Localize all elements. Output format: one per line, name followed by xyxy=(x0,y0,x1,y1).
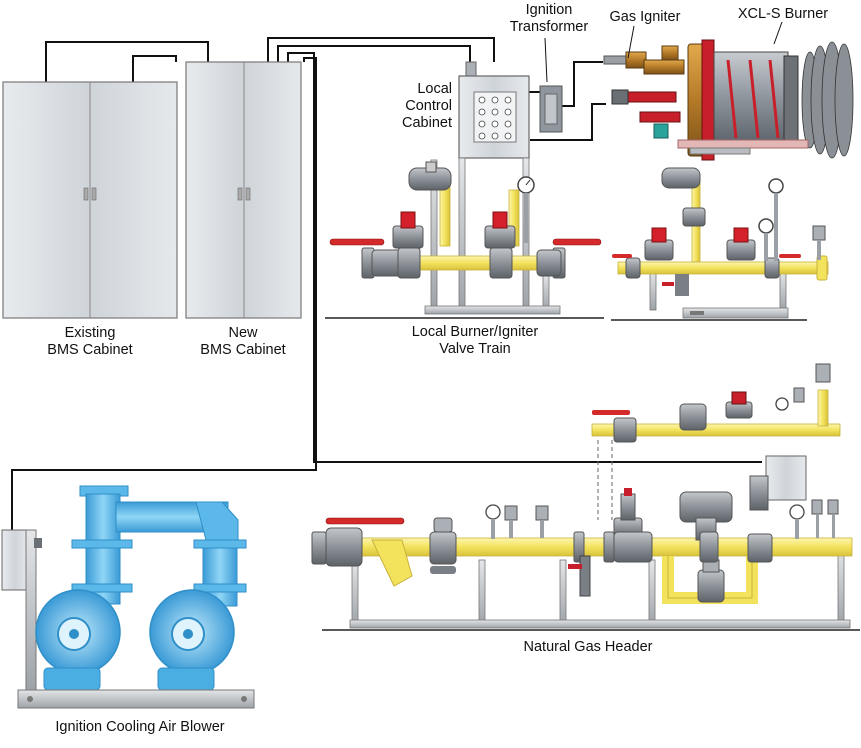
local-control-cabinet xyxy=(458,61,563,159)
valve-train-label-line-1: Local Burner/Igniter xyxy=(411,324,539,340)
xcl-s-burner-label: XCL-S Burner xyxy=(737,6,829,22)
new-bms-cabinet-label: New BMS Cabinet xyxy=(173,325,313,359)
label-leader-lines xyxy=(544,21,783,83)
new-bms-cabinet xyxy=(185,61,302,319)
natural-gas-header xyxy=(311,363,860,631)
new-cabinet-label-line-2: BMS Cabinet xyxy=(200,342,286,358)
existing-bms-cabinet xyxy=(2,81,178,319)
valve-train-label: Local Burner/Igniter Valve Train xyxy=(375,324,575,358)
blower-label: Ignition Cooling Air Blower xyxy=(55,719,225,735)
ignition-transformer-label-line-1: Ignition xyxy=(525,2,573,18)
ignition-transformer-label-line-2: Transformer xyxy=(509,19,589,35)
existing-cabinet-label-line-1: Existing xyxy=(64,325,116,341)
ignition-cooling-air-blower xyxy=(1,485,255,709)
ignition-transformer-label: Ignition Transformer xyxy=(494,2,604,36)
valve-train-label-line-2: Valve Train xyxy=(439,341,511,357)
new-cabinet-label-line-1: New xyxy=(228,325,258,341)
local-control-label-line-1: Local xyxy=(417,81,452,97)
local-control-label-line-2: Control xyxy=(405,98,452,114)
xcl-s-burner xyxy=(603,39,854,161)
local-control-label-line-3: Cabinet xyxy=(402,115,452,131)
local-valve-train-right xyxy=(611,167,829,321)
natural-gas-header-label: Natural Gas Header xyxy=(523,639,653,655)
local-control-cabinet-label: Local Control Cabinet xyxy=(378,81,452,132)
existing-bms-cabinet-label: Existing BMS Cabinet xyxy=(20,325,160,359)
existing-cabinet-label-line-2: BMS Cabinet xyxy=(47,342,133,358)
control-wiring xyxy=(11,37,762,530)
local-valve-train-left xyxy=(325,157,604,319)
gas-igniter-label: Gas Igniter xyxy=(609,9,681,25)
